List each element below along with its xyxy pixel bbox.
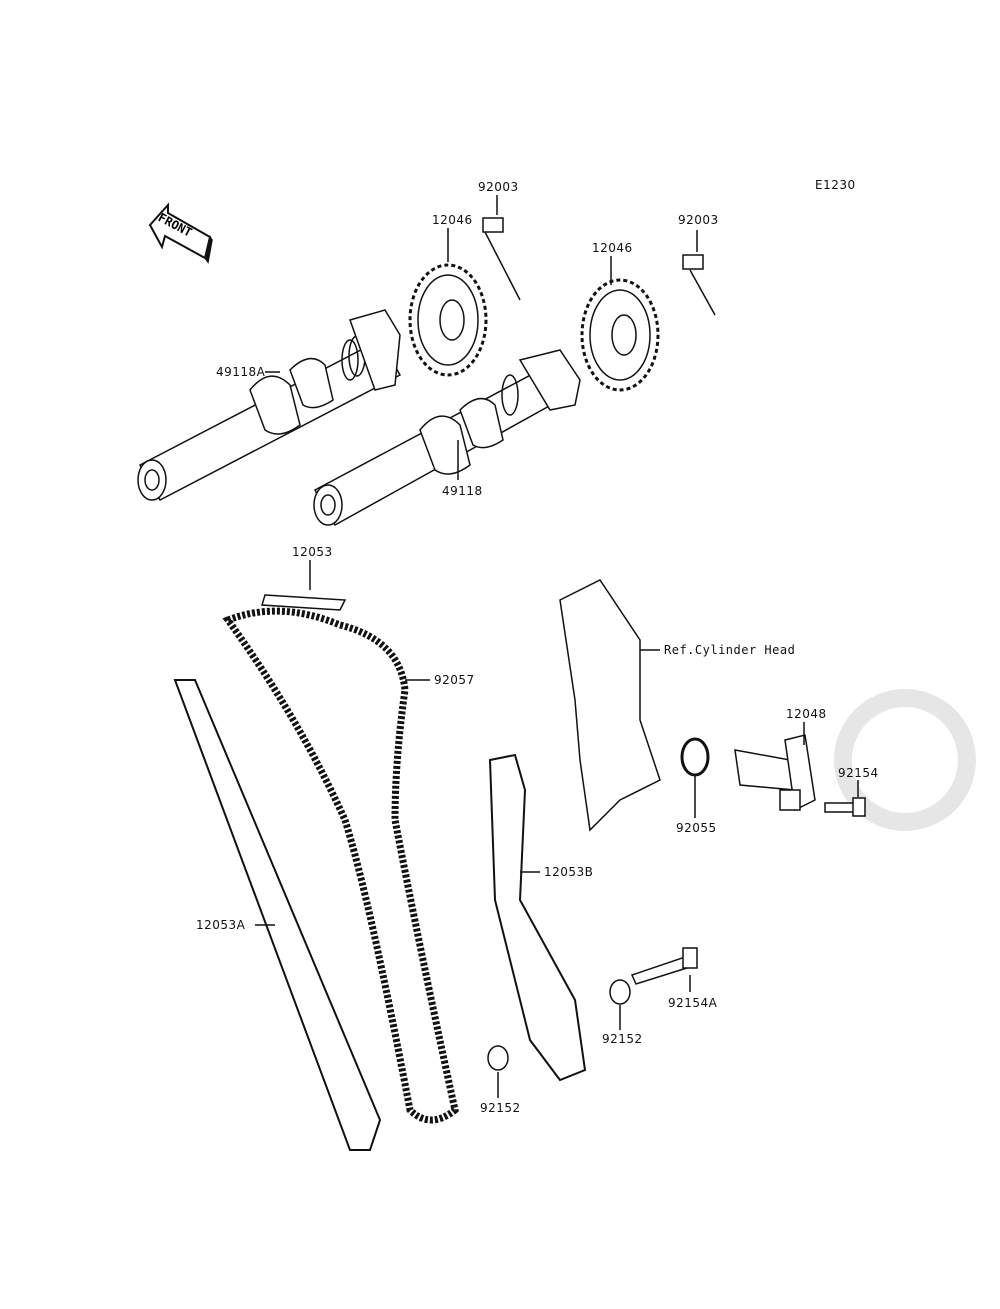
collar-92152-left (487, 1045, 509, 1098)
front-arrow-icon (148, 202, 213, 264)
label-92154[interactable]: 92154 (838, 766, 879, 780)
label-92055[interactable]: 92055 (676, 821, 717, 835)
tensioner-guide-12053b (488, 753, 587, 1082)
label-92152-left[interactable]: 92152 (480, 1101, 521, 1115)
sprocket-right (580, 278, 660, 392)
label-12053[interactable]: 12053 (292, 545, 333, 559)
chain-guide-12053a (173, 679, 382, 1151)
guide-12053 (261, 594, 347, 611)
label-92154a[interactable]: 92154A (668, 996, 718, 1010)
label-92003-left[interactable]: 92003 (478, 180, 519, 194)
sprocket-left (408, 263, 488, 377)
label-49118a[interactable]: 49118A (216, 365, 266, 379)
cylinder-head-ref (559, 579, 661, 832)
tensioner-12048 (734, 722, 816, 812)
collar-92152-right (609, 979, 631, 1030)
bolt-92154a (630, 947, 698, 992)
label-92057[interactable]: 92057 (434, 673, 475, 687)
bolt-92003-right (682, 254, 716, 316)
bolt-92003-left (482, 217, 521, 301)
camshaft-49118a (137, 309, 402, 501)
cam-chain-92057 (222, 607, 459, 1124)
label-49118[interactable]: 49118 (442, 484, 483, 498)
label-92003-right[interactable]: 92003 (678, 213, 719, 227)
label-12048[interactable]: 12048 (786, 707, 827, 721)
label-12053a[interactable]: 12053A (196, 918, 246, 932)
o-ring-92055 (680, 737, 710, 777)
bolt-92154 (824, 780, 866, 817)
diagram-code: E1230 (815, 178, 856, 192)
label-12053b[interactable]: 12053B (544, 865, 594, 879)
watermark-wheel (834, 689, 976, 831)
camshaft-49118 (313, 349, 581, 527)
label-92152-right[interactable]: 92152 (602, 1032, 643, 1046)
label-ref-cylinder-head[interactable]: Ref.Cylinder Head (664, 643, 796, 657)
label-12046-left[interactable]: 12046 (432, 213, 473, 227)
label-12046-right[interactable]: 12046 (592, 241, 633, 255)
